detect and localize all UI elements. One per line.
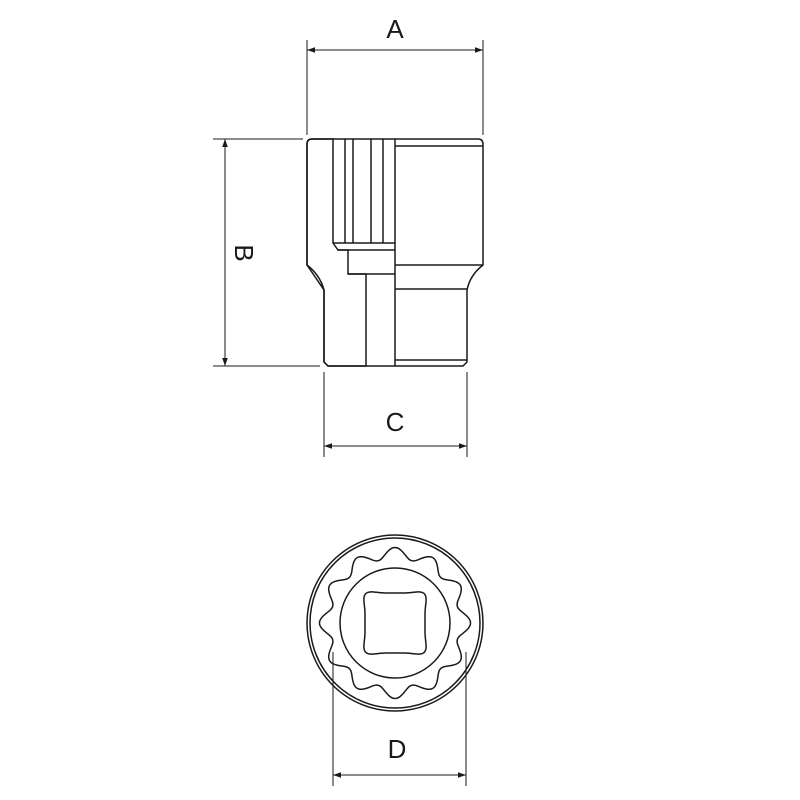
dimension-label-c: C <box>386 407 405 437</box>
twelve-point-opening <box>318 546 472 700</box>
dimension-label-b: B <box>229 244 259 261</box>
square-drive <box>363 591 427 655</box>
dimension-a: A <box>306 14 484 135</box>
dimension-b: B <box>213 138 320 367</box>
dimension-label-a: A <box>386 14 404 44</box>
dimension-label-d: D <box>388 734 407 764</box>
hatched-section <box>306 138 367 367</box>
dimension-d: D <box>332 652 467 786</box>
front-view <box>306 534 484 712</box>
internal-lines <box>333 139 483 366</box>
socket-outline <box>306 138 484 367</box>
side-view <box>306 138 484 367</box>
dimension-c: C <box>323 372 468 457</box>
